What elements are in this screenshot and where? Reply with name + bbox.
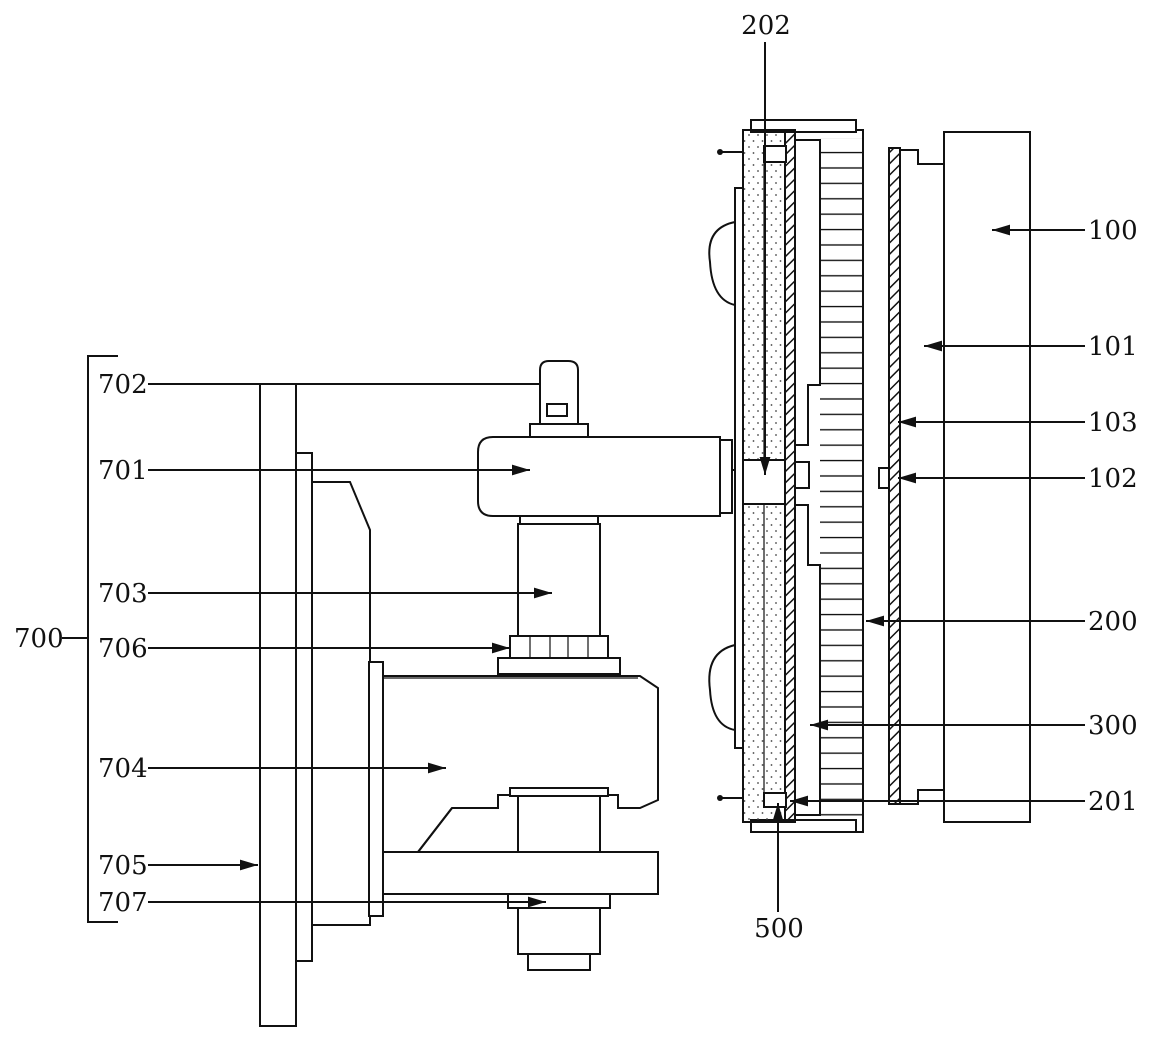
label-701: 701 (98, 456, 148, 486)
leader-lines (148, 42, 1085, 912)
upper-lobe (708, 220, 736, 307)
label-706: 706 (98, 634, 148, 664)
head-block-701 (477, 436, 721, 517)
mount-plate-705 (259, 383, 297, 1027)
label-702: 702 (98, 370, 148, 400)
label-102: 102 (1088, 464, 1138, 494)
lower-shaft (517, 795, 601, 853)
top-block-202 (763, 145, 787, 163)
bottom-foot (527, 953, 591, 971)
shaft-collar (509, 787, 609, 797)
label-101: 101 (1088, 332, 1138, 362)
clip-102 (878, 467, 890, 489)
housing-outline (312, 481, 371, 926)
knob-slot (546, 403, 568, 417)
bottom-block-201 (763, 792, 787, 808)
column-703 (517, 523, 601, 637)
head-end-cap (719, 439, 733, 514)
label-202: 202 (741, 11, 791, 41)
mount-strip (295, 452, 313, 962)
side-plate (734, 187, 744, 749)
nut-706 (509, 635, 609, 659)
arm-base-strip (368, 661, 384, 917)
label-103: 103 (1088, 408, 1138, 438)
label-300: 300 (1088, 711, 1138, 741)
center-clip (794, 461, 810, 489)
hatched-strip (784, 129, 796, 823)
knob-base (529, 423, 589, 439)
label-700: 700 (14, 624, 64, 654)
column-collar (519, 515, 599, 525)
assembly-700 (259, 360, 745, 1027)
nut-washer (497, 657, 621, 675)
label-200: 200 (1088, 607, 1138, 637)
label-705: 705 (98, 851, 148, 881)
label-201: 201 (1088, 787, 1138, 817)
label-100: 100 (1088, 216, 1138, 246)
arm-lower-bar (382, 851, 659, 895)
center-block (742, 459, 786, 505)
label-704: 704 (98, 754, 148, 784)
bottom-cap (517, 907, 601, 955)
label-707: 707 (98, 888, 148, 918)
label-500: 500 (754, 914, 804, 944)
labels: 202 100 101 103 102 200 300 201 500 702 … (14, 11, 1138, 944)
lower-lobe (708, 643, 736, 732)
label-703: 703 (98, 579, 148, 609)
hatched-plate-103 (888, 147, 901, 805)
